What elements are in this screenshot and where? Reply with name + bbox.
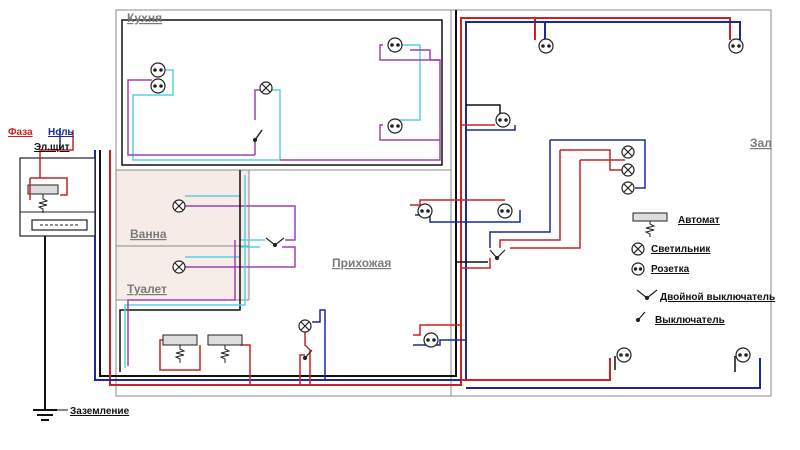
double-switch-icon	[489, 249, 506, 261]
lamp-icon	[259, 81, 273, 95]
socket-icon	[417, 203, 433, 219]
breaker-icons	[162, 334, 243, 363]
switch-icon	[302, 349, 313, 361]
svg-text:Светильник: Светильник	[651, 244, 711, 255]
socket-icon	[150, 78, 166, 94]
socket-icon	[423, 332, 439, 348]
hall-label: Зал	[750, 136, 772, 150]
lamp-icon	[172, 260, 186, 274]
ground-label: Заземление	[70, 406, 130, 417]
lamp-icon	[172, 199, 186, 213]
legend-double-switch: Двойной выключатель	[636, 289, 775, 303]
lamp-icon	[621, 145, 635, 159]
toilet-label: Туалет	[127, 282, 167, 296]
main-feed-wires	[94, 10, 761, 389]
svg-text:Двойной выключатель: Двойной выключатель	[660, 292, 775, 303]
panel-label: Эл.щит	[34, 142, 70, 153]
legend-breaker: Автомат	[632, 212, 720, 237]
lamp-icon	[298, 319, 312, 333]
kitchen-wires-cyan	[132, 44, 421, 161]
socket-icon	[735, 347, 751, 363]
lamp-icon	[621, 181, 635, 195]
bathroom-label: Ванна	[130, 227, 167, 241]
socket-icon	[150, 62, 166, 78]
kitchen-label: Кухня	[127, 11, 162, 25]
breaker-icon	[207, 334, 243, 363]
breaker-feeds	[119, 170, 251, 385]
toilet-area	[116, 246, 249, 300]
switch-icon	[635, 311, 646, 323]
electrical-panel	[19, 128, 96, 237]
socket-icon	[631, 262, 645, 276]
legend-lamp: Светильник	[631, 242, 711, 256]
hallway-label: Прихожая	[332, 256, 391, 270]
svg-text:Розетка: Розетка	[651, 264, 690, 275]
svg-text:Выключатель: Выключатель	[655, 315, 725, 326]
breaker-icon	[162, 334, 198, 363]
hall-wires	[410, 104, 736, 372]
socket-icon	[616, 347, 632, 363]
socket-icon	[538, 38, 554, 54]
breaker-icon	[632, 212, 668, 222]
svg-text:Автомат: Автомат	[678, 215, 720, 226]
lamp-icon	[621, 163, 635, 177]
lamp-icons	[172, 81, 635, 333]
neutral-label: Ноль	[48, 127, 74, 138]
legend-socket: Розетка	[631, 262, 690, 276]
phase-label: Фаза	[8, 127, 33, 138]
double-switch-icon	[265, 237, 285, 248]
hallway-wires	[299, 309, 326, 385]
kitchen-circuit-box	[121, 19, 443, 166]
legend-switch: Выключатель	[635, 311, 725, 326]
socket-icon	[497, 203, 513, 219]
switch-icon	[252, 129, 263, 143]
legend: Автомат Светильник Розетка Двойной выклю…	[631, 212, 775, 326]
socket-icon	[495, 112, 511, 128]
ground-symbol	[33, 236, 68, 421]
socket-icons	[150, 37, 751, 363]
double-switch-icon	[636, 289, 658, 301]
lamp-icon	[631, 242, 645, 256]
socket-icon	[728, 38, 744, 54]
socket-icon	[387, 118, 403, 134]
switch-icons	[252, 129, 506, 361]
socket-icon	[387, 37, 403, 53]
kitchen-wires-magenta	[127, 44, 441, 161]
